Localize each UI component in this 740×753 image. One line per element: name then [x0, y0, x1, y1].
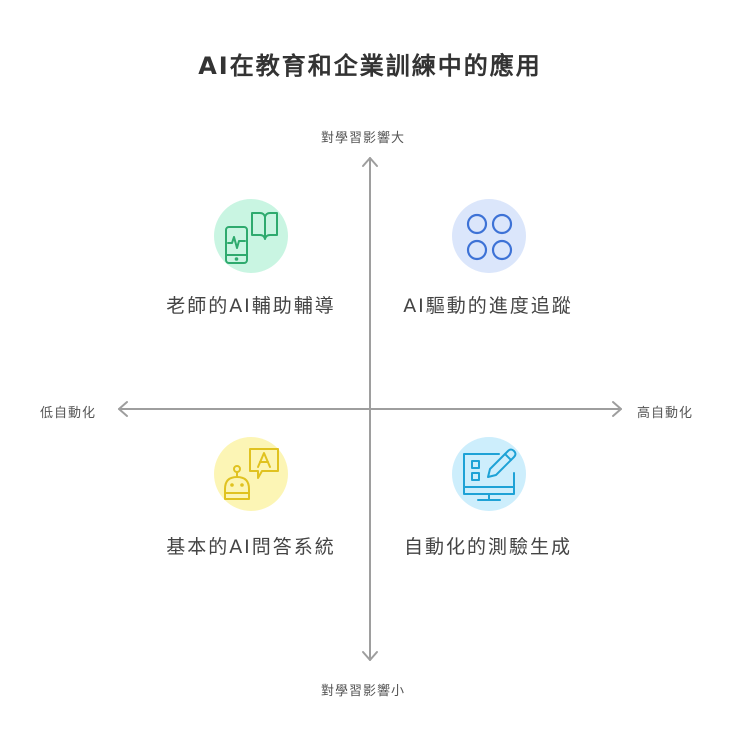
quadrant-label-top-right: AI驅動的進度追蹤: [403, 295, 573, 317]
four-circles-icon: [452, 199, 526, 273]
y-axis-bottom-label: 對學習影響小: [321, 684, 406, 699]
monitor-pen-icon: [452, 437, 526, 511]
quadrant-label-top-left: 老師的AI輔助輔導: [166, 295, 336, 317]
quadrant-label-bottom-left: 基本的AI問答系統: [166, 536, 336, 558]
phone-book-icon: [214, 199, 288, 273]
robot-chat-icon: [214, 437, 288, 511]
x-axis-left-label: 低自動化: [40, 406, 97, 421]
quadrant-label-bottom-right: 自動化的測驗生成: [403, 536, 572, 558]
y-axis-top-label: 對學習影響大: [321, 131, 406, 146]
diagram-title: AI在教育和企業訓練中的應用: [198, 52, 542, 80]
x-axis-right-label: 高自動化: [637, 406, 694, 421]
